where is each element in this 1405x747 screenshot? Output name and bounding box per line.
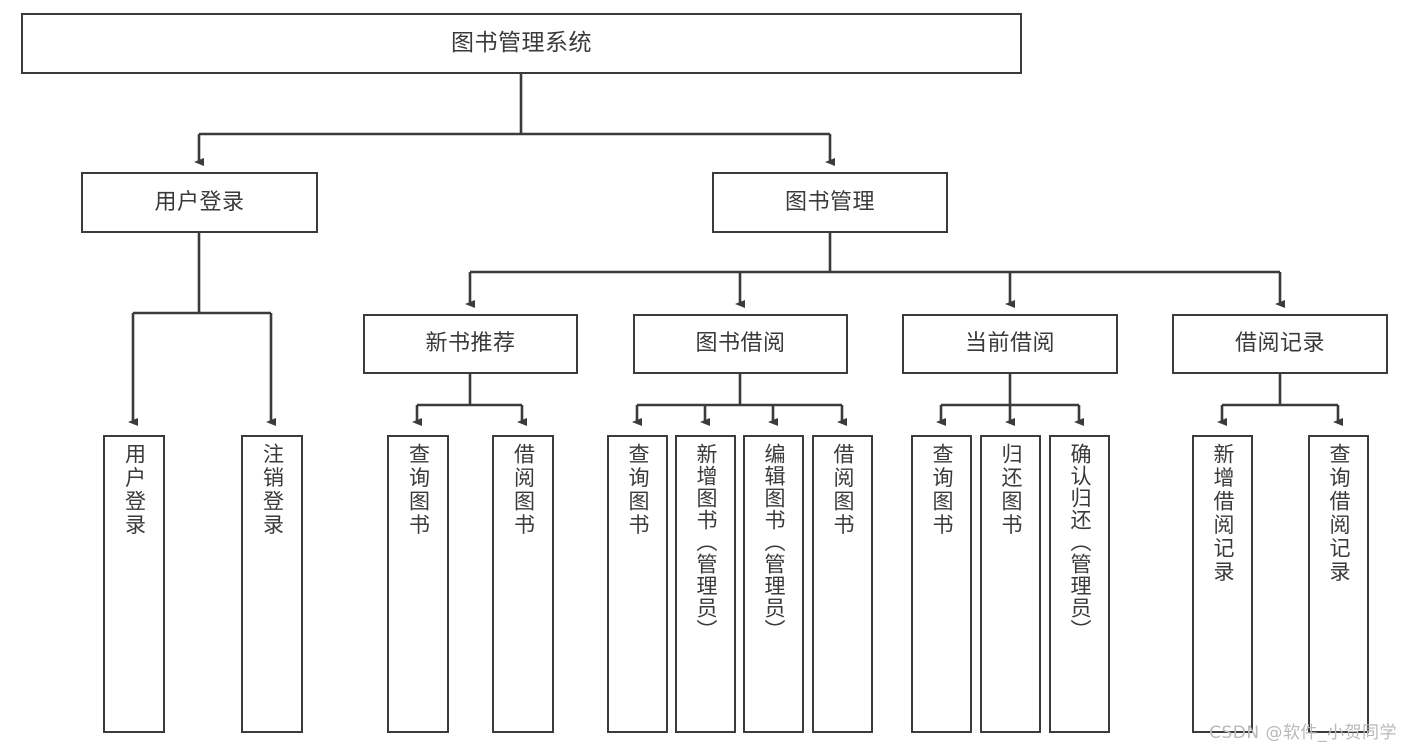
node-label: 查询图书 xyxy=(626,443,650,537)
node-book-management[interactable]: 图书管理 xyxy=(712,172,948,233)
leaf-borrow-book-newbook[interactable]: 借阅图书 xyxy=(492,435,554,733)
node-label: 借阅图书 xyxy=(511,443,536,537)
leaf-logout[interactable]: 注销登录 xyxy=(241,435,303,733)
node-borrow-record[interactable]: 借阅记录 xyxy=(1172,314,1388,374)
leaf-borrow-book[interactable]: 借阅图书 xyxy=(812,435,873,733)
leaf-return-book[interactable]: 归还图书 xyxy=(980,435,1041,733)
node-label: 新增借阅记录 xyxy=(1211,443,1235,584)
node-label: 用户登录 xyxy=(122,443,147,537)
node-user-login[interactable]: 用户登录 xyxy=(81,172,318,233)
node-label: 用户登录 xyxy=(154,189,245,215)
node-label: 查询图书 xyxy=(406,443,431,537)
leaf-confirm-return-admin[interactable]: 确认归还（管理员） xyxy=(1049,435,1110,733)
leaf-query-book-current[interactable]: 查询图书 xyxy=(911,435,972,733)
node-label: 注销登录 xyxy=(260,443,285,537)
node-label: 新书推荐 xyxy=(425,331,516,357)
node-root-system[interactable]: 图书管理系统 xyxy=(21,13,1022,74)
leaf-query-borrow-record[interactable]: 查询借阅记录 xyxy=(1308,435,1369,733)
leaf-add-book-admin[interactable]: 新增图书（管理员） xyxy=(675,435,736,733)
leaf-query-book-borrow[interactable]: 查询图书 xyxy=(607,435,668,733)
node-new-book-recommend[interactable]: 新书推荐 xyxy=(363,314,578,374)
node-label: 图书借阅 xyxy=(695,331,786,357)
node-label: 新增图书（管理员） xyxy=(694,443,718,641)
node-label: 查询借阅记录 xyxy=(1327,443,1351,584)
node-label: 归还图书 xyxy=(999,443,1023,537)
node-label: 借阅图书 xyxy=(831,443,855,537)
node-label: 确认归还（管理员） xyxy=(1068,443,1092,641)
node-current-borrow[interactable]: 当前借阅 xyxy=(902,314,1118,374)
watermark: CSDN @软件_小贺同学 xyxy=(1209,723,1397,743)
node-book-borrow[interactable]: 图书借阅 xyxy=(633,314,848,374)
node-label: 当前借阅 xyxy=(964,331,1055,357)
node-label: 图书管理 xyxy=(784,189,875,215)
leaf-query-book-newbook[interactable]: 查询图书 xyxy=(387,435,449,733)
node-label: 图书管理系统 xyxy=(451,29,592,56)
leaf-user-login[interactable]: 用户登录 xyxy=(103,435,165,733)
node-label: 借阅记录 xyxy=(1234,331,1325,357)
node-label: 编辑图书（管理员） xyxy=(762,443,786,641)
leaf-add-borrow-record[interactable]: 新增借阅记录 xyxy=(1192,435,1253,733)
node-label: 查询图书 xyxy=(930,443,954,537)
leaf-edit-book-admin[interactable]: 编辑图书（管理员） xyxy=(743,435,804,733)
